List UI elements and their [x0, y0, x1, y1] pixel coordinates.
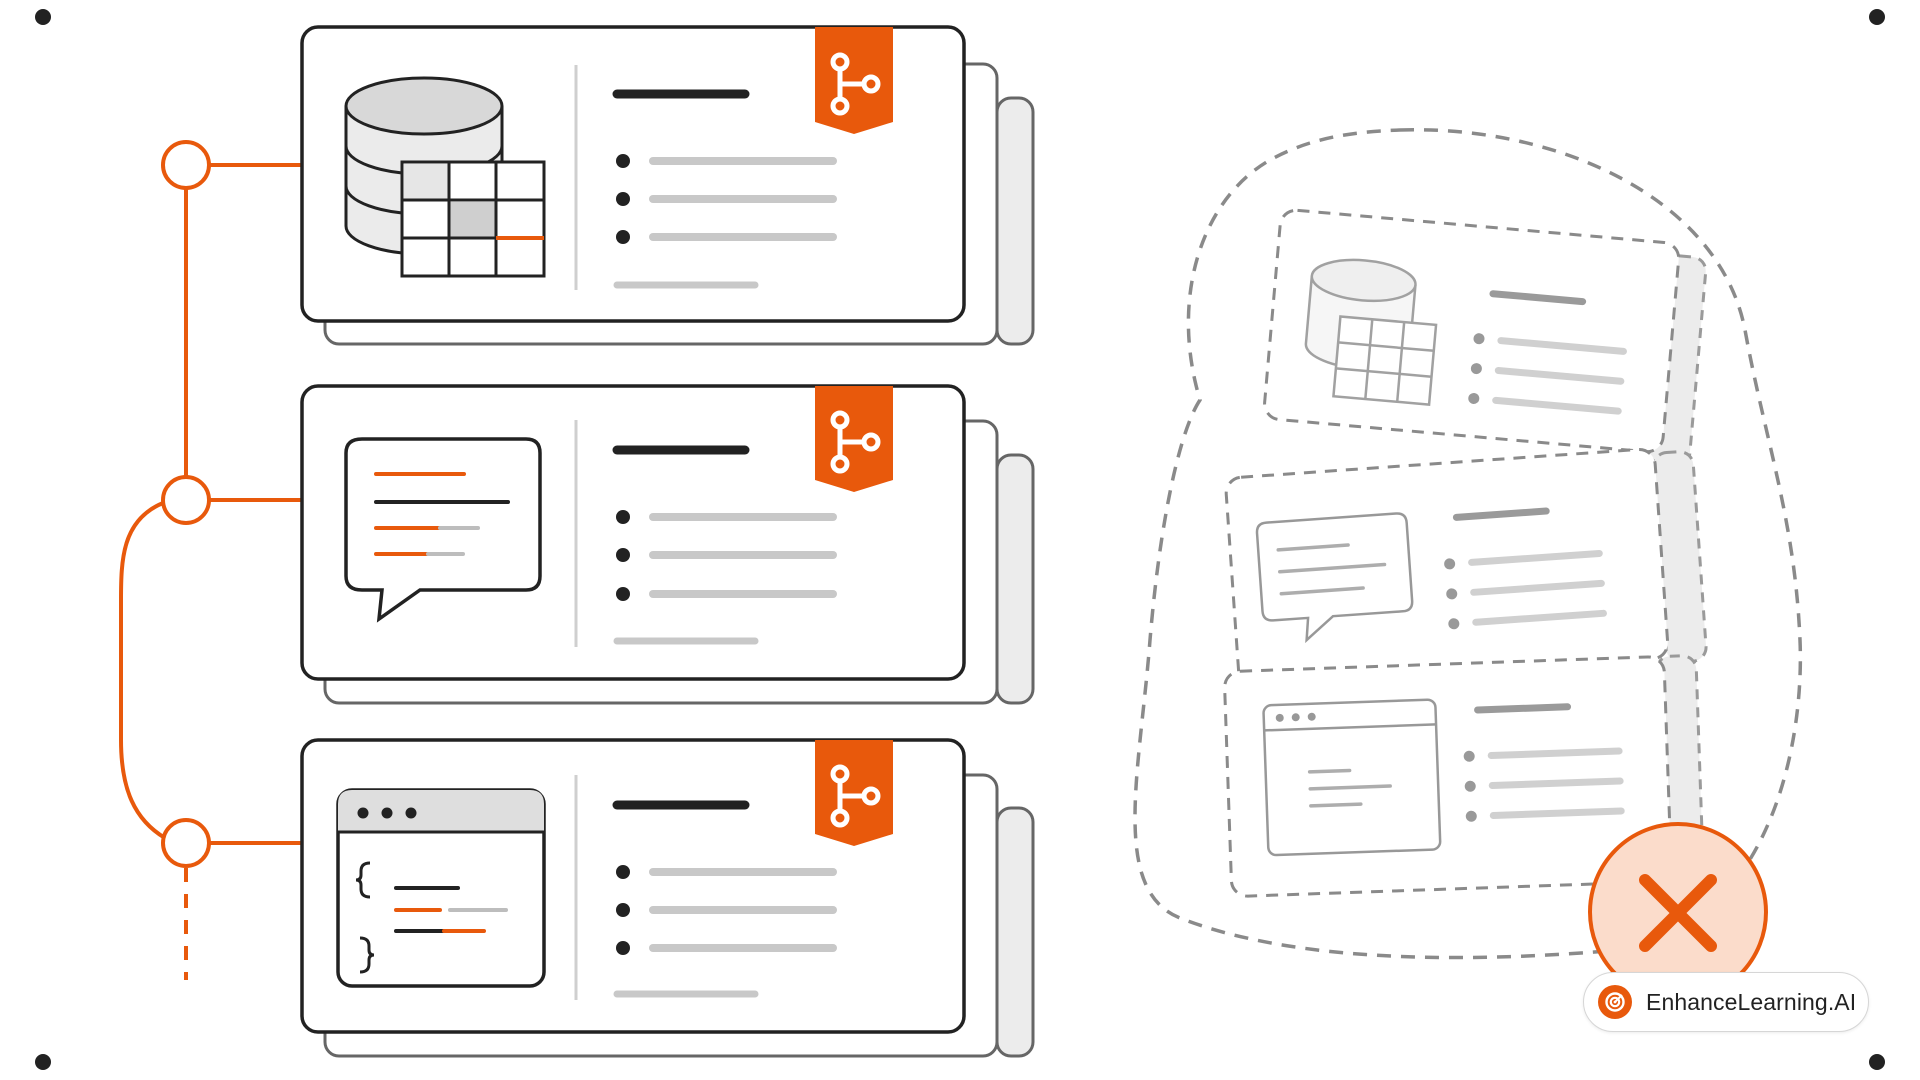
card-stack-back [995, 806, 1035, 1058]
git-branch-icon [830, 52, 881, 116]
database-table-icon [344, 76, 546, 278]
discarded-card [1263, 208, 1708, 468]
connector-node [161, 475, 211, 525]
git-branch-icon [830, 764, 881, 828]
card-stack-back [995, 453, 1035, 705]
code-window-icon [336, 788, 546, 988]
git-branch-badge [815, 27, 893, 134]
discarded-card [1224, 447, 1708, 689]
close-icon [1639, 874, 1717, 952]
pipeline-card [300, 25, 1035, 346]
pipeline-card [300, 384, 1035, 705]
connector-node [161, 140, 211, 190]
code-window-icon [1262, 698, 1442, 857]
brand-watermark: EnhanceLearning.AI [1583, 972, 1869, 1032]
card-text-skeleton [612, 800, 837, 998]
target-icon [1598, 985, 1632, 1019]
chat-bubble-icon [344, 437, 542, 623]
pipeline-connector [119, 140, 302, 980]
git-branch-badge [815, 740, 893, 846]
database-table-icon [1304, 258, 1438, 406]
card-stack-back [995, 96, 1035, 346]
brand-name: EnhanceLearning.AI [1646, 988, 1857, 1015]
reject-marker [1588, 822, 1768, 1002]
card-text-skeleton [612, 445, 837, 645]
card-text-skeleton [612, 89, 837, 289]
discarded-card [1223, 654, 1705, 898]
git-branch-badge [815, 386, 893, 492]
chat-bubble-icon [1255, 512, 1414, 644]
corner-dots [35, 9, 1885, 1070]
pipeline-card [300, 738, 1035, 1058]
discarded-boundary [1133, 128, 1803, 960]
git-branch-icon [830, 410, 881, 474]
connector-node [161, 818, 211, 868]
